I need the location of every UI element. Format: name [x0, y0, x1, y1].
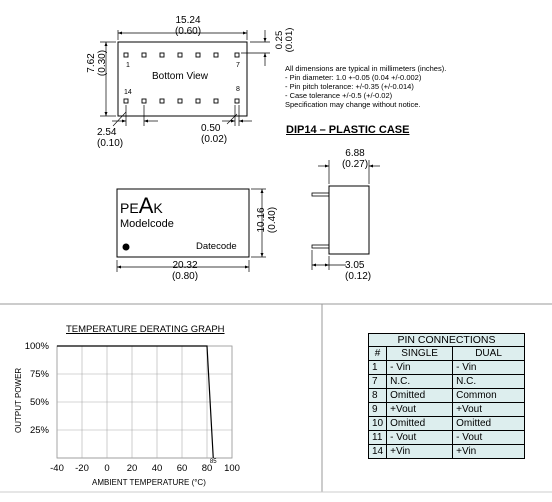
y-axis-label: OUTPUT POWER: [14, 367, 23, 433]
lead-label: 3.05 (0.12): [345, 260, 371, 282]
pin-number: 14: [367, 444, 388, 459]
width-in: (0.60): [174, 26, 202, 37]
note-line: - Pin pitch tolerance: +/-0.35 (+/-0.014…: [285, 82, 414, 91]
y-tick-label: 25%: [30, 425, 50, 436]
marker-85-label: 85: [210, 459, 217, 465]
dual-value: +Vout: [452, 402, 525, 417]
x-tick-label: -40: [50, 463, 64, 474]
pin-label-8: 8: [236, 86, 240, 93]
bottom-view-drawing: [100, 30, 270, 127]
note-line: - Case tolerance +/-0.5 (+/-0.02): [285, 91, 393, 100]
x-tick-label: -20: [75, 463, 89, 474]
width-dimension-label: 15.24 (0.60): [171, 15, 205, 37]
pin-diameter-in: (0.02): [201, 134, 228, 145]
x-axis-label: AMBIENT TEMPERATURE (°C): [92, 478, 206, 487]
brand-pe: PE: [120, 200, 139, 216]
note-line: Specification may change without notice.: [285, 100, 421, 109]
pitch-in: (0.10): [97, 138, 124, 149]
case-title: DIP14 – PLASTIC CASE: [286, 124, 410, 136]
front-width-in: (0.80): [171, 271, 199, 282]
dual-value: +Vin: [452, 444, 525, 459]
modelcode-label: Modelcode: [120, 218, 174, 230]
front-width-mm: 20.32: [172, 260, 198, 271]
x-tick-label: 20: [127, 463, 138, 474]
pitch-dimension-label: 2.54 (0.10): [97, 127, 123, 149]
graph-title: TEMPERATURE DERATING GRAPH: [66, 324, 225, 335]
pin-diameter-label: 0.50 (0.02): [201, 123, 227, 145]
depth-in: (0.27): [341, 159, 369, 170]
single-value: +Vout: [386, 402, 454, 417]
lead-in: (0.12): [345, 271, 372, 282]
pin-number: 10: [367, 416, 388, 431]
pin-table-title: PIN CONNECTIONS: [368, 333, 525, 346]
header-dual: DUAL: [452, 346, 525, 361]
header-single: SINGLE: [386, 346, 454, 361]
pin-table-header-row: # SINGLE DUAL: [367, 346, 525, 361]
front-width-label: 20.32 (0.80): [167, 260, 203, 282]
width-mm: 15.24: [175, 15, 201, 26]
front-view-drawing: [116, 188, 266, 272]
y-tick-label: 100%: [25, 341, 50, 352]
single-value: Omitted: [386, 416, 454, 431]
x-tick-label: 60: [177, 463, 188, 474]
depth-mm: 6.88: [345, 148, 365, 159]
dimension-notes: All dimensions are typical in millimeter…: [285, 64, 446, 109]
pin-connections: PIN CONNECTIONS # SINGLE DUAL 1- Vin- Vi…: [367, 333, 525, 459]
single-value: +Vin: [386, 444, 454, 459]
pitch-mm: 2.54: [97, 127, 117, 138]
pin-number: 9: [367, 402, 388, 417]
x-tick-label: 0: [104, 463, 109, 474]
dual-value: Omitted: [452, 416, 525, 431]
y-tick-label: 75%: [30, 369, 50, 380]
table-row: 1- Vin- Vin: [367, 360, 525, 375]
y-tick-label: 50%: [30, 397, 50, 408]
pin-number: 1: [367, 360, 388, 375]
header-pin: #: [367, 346, 388, 361]
x-tick-label: 40: [152, 463, 163, 474]
single-value: N.C.: [386, 374, 454, 389]
datecode-label: Datecode: [196, 241, 237, 252]
pin-number: 7: [367, 374, 388, 389]
bottom-view-label: Bottom View: [152, 71, 208, 82]
x-tick-label: 100: [224, 463, 240, 474]
dual-value: N.C.: [452, 374, 525, 389]
single-value: Omitted: [386, 388, 454, 403]
table-row: 11- Vout- Vout: [367, 430, 525, 445]
derating-curve: [57, 345, 214, 459]
table-row: 14+Vin+Vin: [367, 444, 525, 459]
single-value: - Vout: [386, 430, 454, 445]
pin-label-1: 1: [126, 62, 130, 69]
pin-diameter-mm: 0.50: [201, 123, 221, 134]
single-value: - Vin: [386, 360, 454, 375]
lead-mm: 3.05: [345, 260, 365, 271]
note-line: - Pin diameter: 1.0 +-0.05 (0.04 +/-0.00…: [285, 73, 422, 82]
dual-value: - Vout: [452, 430, 525, 445]
note-line: All dimensions are typical in millimeter…: [285, 64, 447, 73]
pin-label-14: 14: [124, 89, 132, 96]
side-view-drawing: [311, 160, 380, 270]
brand-logo: PEAK: [120, 193, 163, 219]
x-tick-label: 80: [202, 463, 213, 474]
dual-value: Common: [452, 388, 525, 403]
pin-number: 11: [367, 430, 388, 445]
pin-label-7: 7: [236, 62, 240, 69]
table-row: 9+Vout+Vout: [367, 402, 525, 417]
brand-a: A: [138, 193, 154, 218]
pin-number: 8: [367, 388, 388, 403]
depth-label: 6.88 (0.27): [339, 148, 371, 170]
dual-value: - Vin: [452, 360, 525, 375]
brand-k: K: [153, 200, 163, 216]
